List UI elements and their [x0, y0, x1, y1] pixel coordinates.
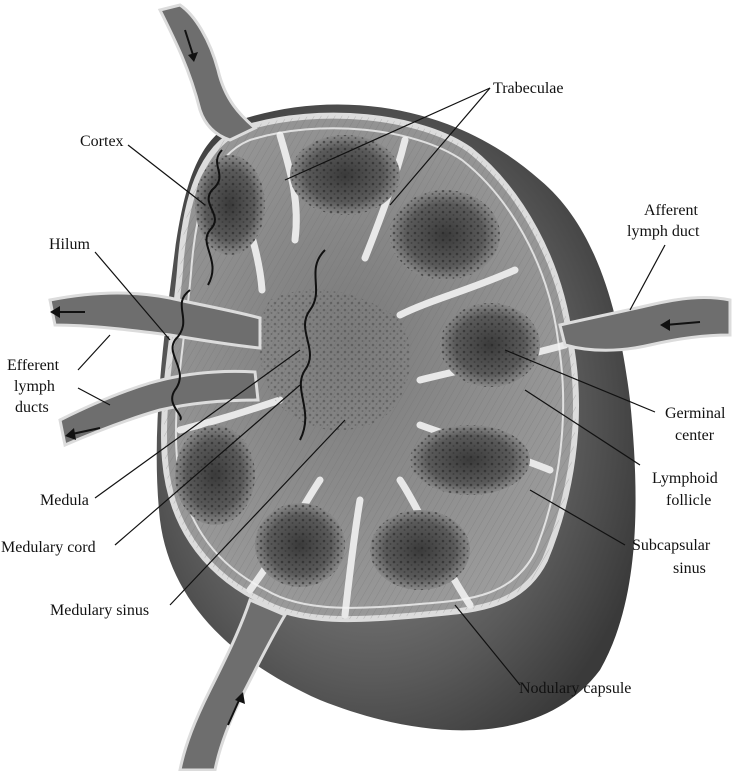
lymphoid-follicles	[175, 135, 540, 590]
afferent-vessel-top	[157, 3, 258, 142]
label-nodulary-capsule: Nodulary capsule	[519, 680, 631, 697]
efferent-vessel-bottom	[58, 369, 260, 448]
afferent-vessel-bottom	[178, 597, 288, 771]
afferent-vessel-right	[558, 296, 732, 352]
label-germinal-center-line1: Germinal	[665, 405, 726, 422]
label-trabeculae: Trabeculae	[493, 80, 564, 97]
label-efferent-lymph-ducts-line1: Efferent	[7, 357, 60, 374]
hilum-bracket	[171, 289, 191, 421]
medulla-region	[259, 289, 411, 431]
label-medulary-cord: Medulary cord	[1, 539, 96, 556]
label-cortex: Cortex	[80, 133, 124, 150]
label-efferent-lymph-ducts-line2: lymph	[14, 378, 55, 395]
label-medula: Medula	[40, 492, 89, 509]
label-medulary-sinus: Medulary sinus	[50, 602, 149, 619]
medulla-bracket	[299, 249, 326, 441]
label-afferent-lymph-duct-line2: lymph duct	[627, 223, 700, 240]
label-hilum: Hilum	[49, 236, 90, 253]
cortex-bracket	[205, 149, 223, 286]
label-lymphoid-follicle-line1: Lymphoid	[652, 470, 718, 487]
leader-lines	[77, 87, 666, 686]
subcapsular-sinus-line	[174, 127, 565, 609]
label-afferent-lymph-duct-line1: Afferent	[644, 202, 698, 219]
label-efferent-lymph-ducts-line3: ducts	[15, 399, 49, 416]
label-subcapsular-sinus-line2: sinus	[673, 560, 706, 577]
label-subcapsular-sinus-line1: Subcapsular	[632, 537, 711, 554]
label-germinal-center-line2: center	[675, 427, 715, 444]
label-lymphoid-follicle-line2: follicle	[666, 492, 711, 509]
efferent-vessel-top	[48, 291, 262, 350]
